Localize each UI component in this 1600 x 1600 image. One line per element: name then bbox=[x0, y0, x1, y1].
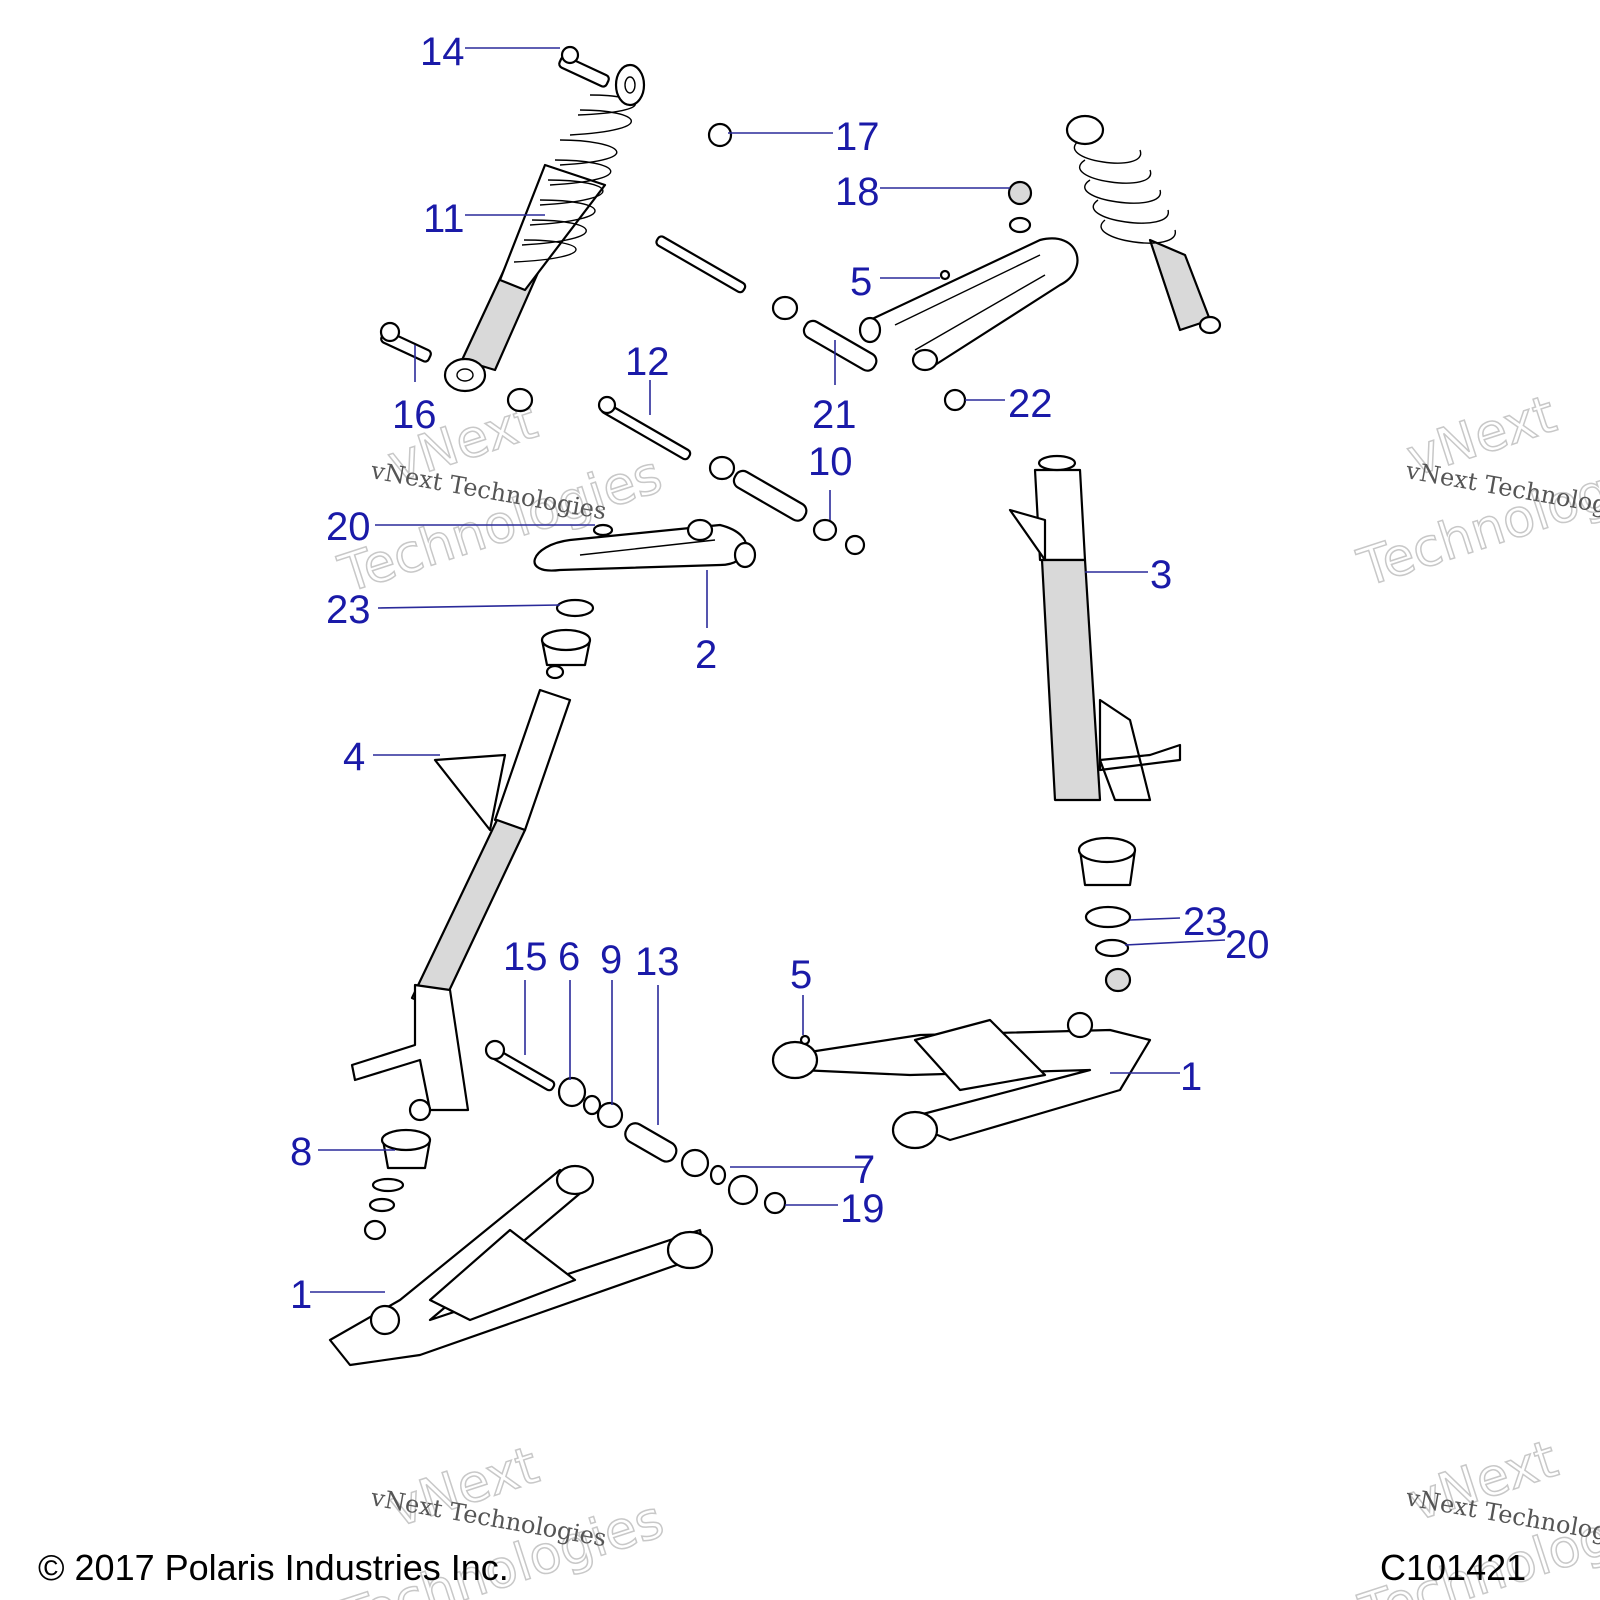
nut-18 bbox=[1007, 180, 1033, 206]
grease-fitting-5-upper bbox=[939, 269, 951, 281]
shock-absorber-left bbox=[443, 63, 646, 393]
bushing-upper-2 bbox=[708, 455, 736, 481]
shock-absorber-right bbox=[1065, 114, 1222, 335]
callout-23-left: 23 bbox=[326, 588, 371, 632]
upper-a-arm-left bbox=[533, 518, 757, 572]
callout-20-left: 20 bbox=[326, 505, 371, 549]
callout-7: 7 bbox=[853, 1148, 875, 1192]
washer-20-right bbox=[1094, 938, 1130, 958]
bushing-10 bbox=[812, 518, 838, 542]
bushing-upper-1 bbox=[771, 295, 799, 321]
cap-22 bbox=[943, 388, 967, 412]
washer-20-left bbox=[592, 523, 614, 537]
figure-id: C101421 bbox=[1380, 1547, 1526, 1588]
grease-fitting-5-lower bbox=[799, 1034, 811, 1046]
lower-a-arm-right bbox=[771, 1011, 1152, 1150]
callout-17: 17 bbox=[835, 115, 880, 159]
nut-8 bbox=[363, 1219, 387, 1241]
boot-right bbox=[1077, 836, 1137, 887]
strut-right bbox=[1008, 454, 1182, 802]
callout-11: 11 bbox=[423, 197, 465, 241]
bolt-14 bbox=[558, 45, 610, 88]
washer-23-right bbox=[1084, 905, 1132, 929]
callout-12: 12 bbox=[625, 340, 670, 384]
callout-5-lower: 5 bbox=[790, 953, 812, 997]
bushing-7b bbox=[727, 1174, 759, 1206]
washer-8a bbox=[371, 1177, 405, 1193]
callout-5-upper: 5 bbox=[850, 260, 872, 304]
callout-13: 13 bbox=[635, 940, 680, 984]
bolt-15 bbox=[484, 1039, 556, 1092]
upper-a-arm-right bbox=[858, 237, 1079, 372]
callout-18: 18 bbox=[835, 170, 880, 214]
washer-6 bbox=[582, 1094, 602, 1116]
callout-3: 3 bbox=[1150, 553, 1172, 597]
callout-14: 14 bbox=[420, 30, 465, 74]
callout-9: 9 bbox=[600, 938, 622, 982]
callout-19: 19 bbox=[840, 1187, 885, 1231]
callout-21: 21 bbox=[812, 393, 857, 437]
bushing-9 bbox=[596, 1101, 624, 1129]
bushing-7a bbox=[680, 1148, 710, 1178]
bolt-upper-long bbox=[655, 235, 747, 294]
bushing-upper-3 bbox=[506, 387, 534, 413]
boot-left bbox=[540, 628, 592, 667]
nut-right bbox=[1104, 967, 1132, 993]
leader-lines bbox=[310, 47, 1226, 1293]
washer-8b bbox=[368, 1197, 396, 1213]
bolt-12 bbox=[597, 395, 692, 461]
cap-19 bbox=[763, 1191, 787, 1215]
strut-left bbox=[350, 664, 572, 1122]
callout-22: 22 bbox=[1008, 382, 1053, 426]
callout-8: 8 bbox=[290, 1130, 312, 1174]
sleeve-upper-left bbox=[732, 469, 808, 522]
bushing-6 bbox=[557, 1076, 587, 1108]
boot-8 bbox=[380, 1128, 432, 1170]
callout-20-right: 20 bbox=[1225, 923, 1270, 967]
nut-upper-left bbox=[844, 534, 866, 556]
callout-1-right: 1 bbox=[1180, 1055, 1202, 1099]
callout-1-left: 1 bbox=[290, 1273, 312, 1317]
callout-15: 15 bbox=[503, 935, 548, 979]
callout-16: 16 bbox=[392, 393, 437, 437]
bolt-16 bbox=[379, 321, 432, 363]
cap-17 bbox=[707, 122, 733, 148]
callout-10: 10 bbox=[808, 440, 853, 484]
washer-7 bbox=[709, 1164, 727, 1186]
copyright-notice: © 2017 Polaris Industries Inc. bbox=[38, 1547, 509, 1588]
callout-4: 4 bbox=[343, 735, 365, 779]
washer-18 bbox=[1008, 216, 1032, 234]
callout-2: 2 bbox=[695, 633, 717, 677]
sleeve-13 bbox=[624, 1122, 678, 1163]
washer-23-left bbox=[555, 598, 595, 618]
lower-a-arm-left bbox=[328, 1164, 714, 1367]
callout-6: 6 bbox=[558, 935, 580, 979]
callout-23-right: 23 bbox=[1183, 900, 1228, 944]
